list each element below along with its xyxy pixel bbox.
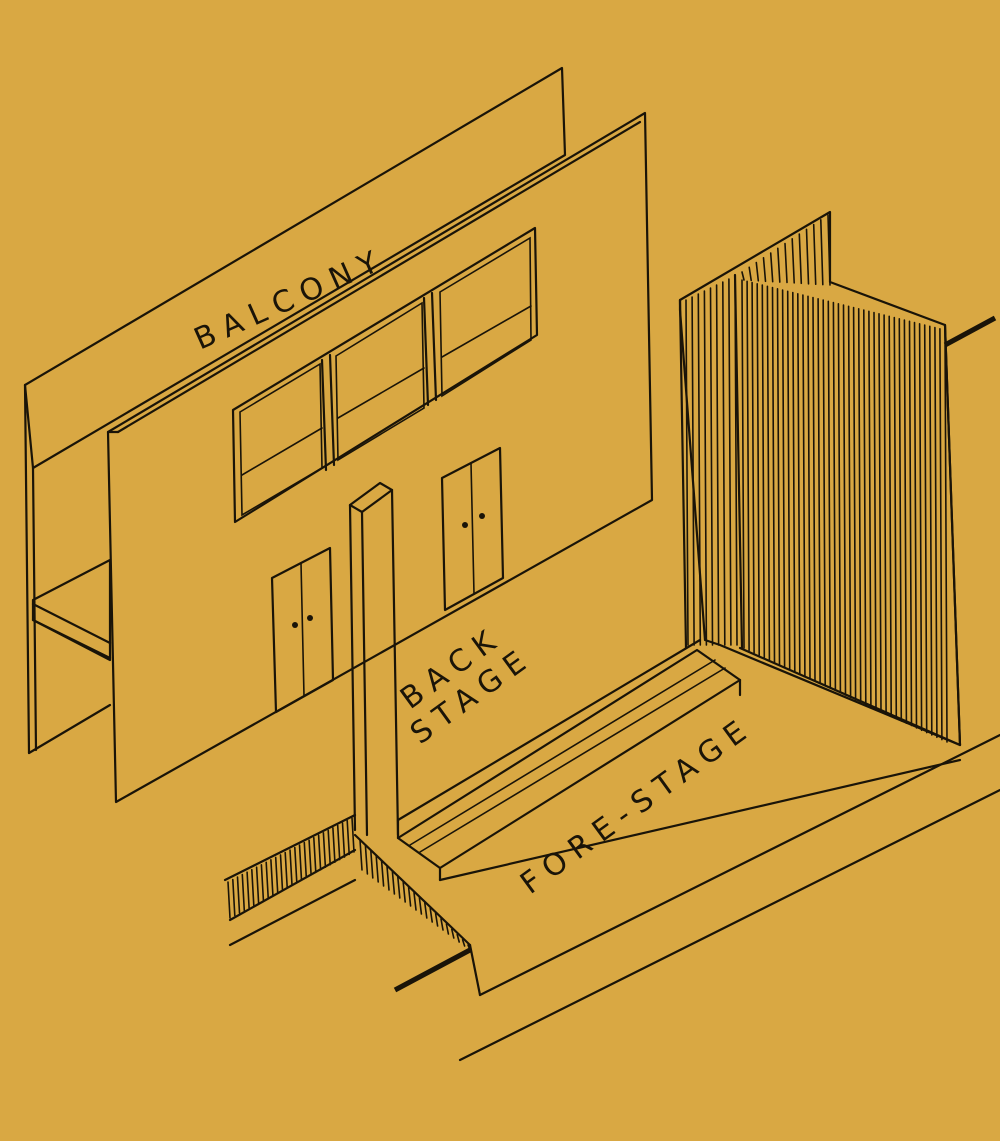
balcony-floor <box>31 558 112 662</box>
edge-markers <box>393 315 997 993</box>
left-door <box>270 546 335 714</box>
facade-front-wall <box>106 111 654 804</box>
right-door <box>440 446 505 612</box>
backstage-floor <box>396 638 742 882</box>
center-pillar <box>348 481 400 837</box>
balcony-rear-wall <box>23 66 567 755</box>
upper-windows <box>231 226 539 524</box>
side-curtain <box>678 210 962 747</box>
front-left-curtain <box>223 813 357 922</box>
forestage-floor <box>228 733 1000 1062</box>
